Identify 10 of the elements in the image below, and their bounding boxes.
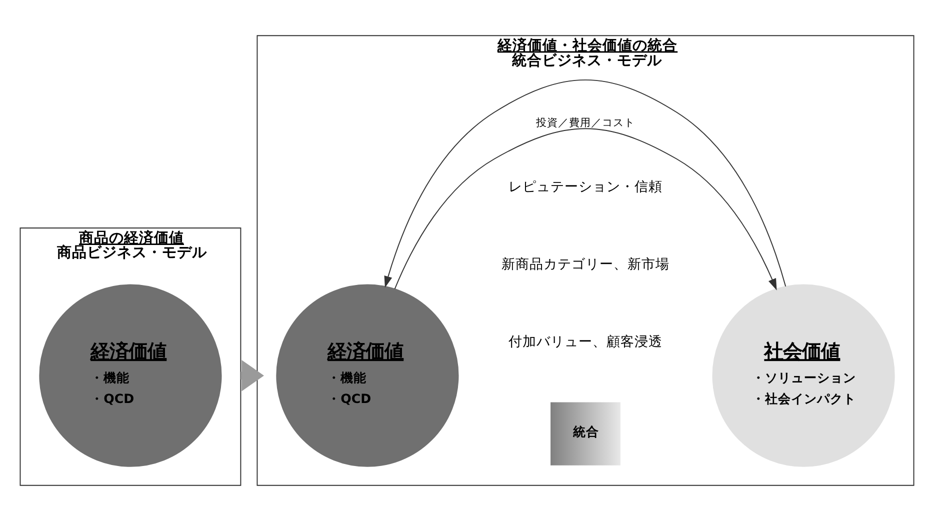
node-circle: 経済価値 ・機能 ・QCD (39, 284, 222, 466)
node-circle: 社会価値 ・ソリューション ・社会インパクト (712, 284, 895, 466)
label: 付加バリュー、顧客浸透 (508, 334, 662, 350)
node-box: 統合 (550, 402, 620, 465)
edge-label: 投資／費用／コスト (536, 115, 635, 128)
arrow (384, 78, 786, 288)
label: 新商品カテゴリー、新市場 (501, 256, 670, 272)
node-circle: 経済価値 ・機能 ・QCD (276, 284, 459, 466)
arrow (394, 128, 777, 290)
label: レピュテーション・信頼 (508, 178, 662, 194)
